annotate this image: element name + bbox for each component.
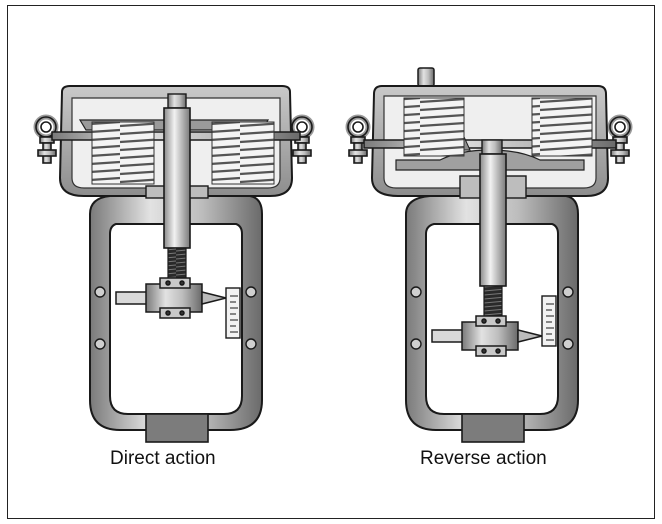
direct-action-actuator — [33, 85, 315, 443]
actuator-stem — [163, 107, 191, 249]
right-spring — [211, 121, 275, 185]
stem-connector — [115, 277, 227, 319]
reverse-action-actuator — [345, 67, 633, 443]
stem-connector — [431, 315, 543, 357]
right-eye-bolt — [289, 114, 315, 164]
vent-plug — [417, 67, 435, 87]
caption-reverse-action: Reverse action — [420, 448, 547, 469]
caption-direct-action: Direct action — [110, 448, 216, 469]
left-spring — [91, 121, 155, 185]
left-spring — [403, 97, 465, 157]
stroke-indicator-scale — [541, 295, 557, 347]
right-eye-bolt — [607, 114, 633, 164]
yoke — [89, 195, 263, 431]
actuator-stem — [479, 153, 507, 287]
stroke-indicator-scale — [225, 287, 241, 339]
yoke — [405, 195, 579, 431]
left-eye-bolt — [33, 114, 59, 164]
left-eye-bolt — [345, 114, 371, 164]
right-spring — [531, 97, 593, 157]
